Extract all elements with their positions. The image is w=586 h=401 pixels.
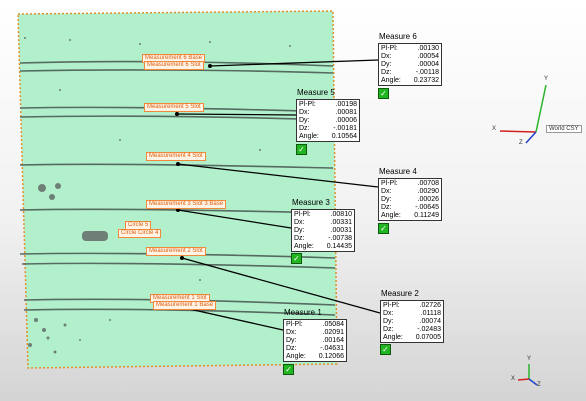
angle-value: 0.14435 <box>326 243 352 250</box>
field-label: Dy: <box>286 337 297 344</box>
dy-value: .00031 <box>330 227 352 234</box>
field-label: Pl-Pl: <box>381 180 398 187</box>
measure-5-box[interactable]: Measure 5 Pl-Pl: .00198 Dx: .00081 Dy: .000… <box>296 89 360 142</box>
dz-value: -.02483 <box>417 326 441 333</box>
field-label: Pl-Pl: <box>383 302 400 309</box>
dx-value: .01118 <box>420 310 441 317</box>
field-label: Dz: <box>299 125 310 132</box>
dz-value: -.00181 <box>333 125 357 132</box>
axis-y-label: Y <box>544 76 549 82</box>
coordinate-triad-top <box>499 84 547 144</box>
field-label: Dy: <box>383 318 394 325</box>
axis-z-label: Z <box>519 140 523 146</box>
angle-value: 0.07005 <box>415 334 441 341</box>
angle-value: 0.11249 <box>414 212 439 219</box>
dx-value: .00331 <box>330 219 352 226</box>
plpl-value: .00708 <box>417 180 439 187</box>
angle-value: 0.10564 <box>331 133 357 140</box>
label-circle-4[interactable]: Circle Circle 4 <box>118 229 162 238</box>
field-label: Pl-Pl: <box>286 321 303 328</box>
check-icon[interactable]: ✓ <box>283 364 294 375</box>
field-label: Angle: <box>383 334 403 341</box>
check-icon[interactable]: ✓ <box>378 223 389 234</box>
field-label: Dz: <box>383 326 394 333</box>
field-label: Dx: <box>286 329 297 336</box>
check-icon[interactable]: ✓ <box>378 88 389 99</box>
plpl-value: .00130 <box>417 45 439 52</box>
label-measurement-6-slot[interactable]: Measurement 6 Slot <box>144 61 204 70</box>
field-label: Angle: <box>381 212 401 219</box>
field-label: Dy: <box>299 117 310 124</box>
measure-title: Measure 2 <box>381 289 419 298</box>
dz-value: -.00645 <box>415 204 439 211</box>
measure-3-box[interactable]: Measure 3 Pl-Pl: .00810 Dx: .00331 Dy: .000… <box>291 199 355 252</box>
scan-noise <box>24 37 301 354</box>
field-label: Angle: <box>294 243 314 250</box>
field-label: Dy: <box>381 196 392 203</box>
measure-2-box[interactable]: Measure 2 Pl-Pl: .02726 Dx: .01118 Dy: .000… <box>380 290 444 343</box>
axis-x-label: X <box>511 376 516 382</box>
measure-4-box[interactable]: Measure 4 Pl-Pl: .00708 Dx: .00290 Dy: .000… <box>378 168 442 221</box>
check-icon[interactable]: ✓ <box>296 144 307 155</box>
field-label: Dx: <box>381 53 392 60</box>
measure-6-box[interactable]: Measure 6 Pl-Pl: .00130 Dx: .00054 Dy: .000… <box>378 33 442 86</box>
plpl-value: .02726 <box>419 302 441 309</box>
field-label: Angle: <box>286 353 306 360</box>
dx-value: .00081 <box>335 109 357 116</box>
dx-value: .00054 <box>417 53 439 60</box>
field-label: Angle: <box>381 77 401 84</box>
field-label: Dz: <box>381 69 392 76</box>
field-label: Dx: <box>381 188 392 195</box>
field-label: Angle: <box>299 133 319 140</box>
field-label: Dy: <box>381 61 392 68</box>
field-label: Pl-Pl: <box>294 211 311 218</box>
angle-value: 0.23732 <box>413 77 439 84</box>
measure-title: Measure 5 <box>297 88 335 97</box>
measure-title: Measure 3 <box>292 198 330 207</box>
check-icon[interactable]: ✓ <box>380 344 391 355</box>
field-label: Pl-Pl: <box>381 45 398 52</box>
world-csy-label[interactable]: World CSY <box>546 125 582 133</box>
dy-value: .00004 <box>417 61 439 68</box>
field-label: Dx: <box>383 310 394 317</box>
dz-value: -.00738 <box>328 235 352 242</box>
axis-y-label: Y <box>527 356 532 362</box>
dy-value: .00006 <box>335 117 357 124</box>
field-label: Dz: <box>286 345 297 352</box>
field-label: Dy: <box>294 227 305 234</box>
field-label: Dx: <box>294 219 305 226</box>
axis-x-label: X <box>492 126 497 132</box>
dz-value: -.00118 <box>415 69 439 76</box>
label-measurement-2-slot[interactable]: Measurement 2 Slot <box>146 247 206 256</box>
dx-value: .00290 <box>417 188 439 195</box>
leader-lines <box>175 59 381 331</box>
dx-value: .02091 <box>322 329 344 336</box>
measure-title: Measure 4 <box>379 167 417 176</box>
label-measurement-4-slot[interactable]: Measurement 4 Slot <box>146 152 206 161</box>
field-label: Pl-Pl: <box>299 101 316 108</box>
plpl-value: .05084 <box>322 321 344 328</box>
coordinate-triad-bottom <box>517 364 538 386</box>
label-measurement-5-slot[interactable]: Measurement 5 Slot <box>144 103 204 112</box>
plpl-value: .00810 <box>330 211 352 218</box>
measure-title: Measure 1 <box>284 308 322 317</box>
axis-z-label: Z <box>537 382 541 388</box>
plpl-value: .00198 <box>335 101 357 108</box>
dy-value: .00074 <box>419 318 441 325</box>
label-measurement-1-base[interactable]: Measurement 1 Base <box>153 301 217 310</box>
dy-value: .00026 <box>417 196 439 203</box>
field-label: Dx: <box>299 109 310 116</box>
field-label: Dz: <box>294 235 305 242</box>
angle-value: 0.12066 <box>318 353 344 360</box>
measure-title: Measure 6 <box>379 32 417 41</box>
dz-value: -.04631 <box>320 345 344 352</box>
label-measurement-3[interactable]: Measurement 3 Slot 3 Base <box>146 200 227 209</box>
measure-1-box[interactable]: Measure 1 Pl-Pl: .05084 Dx: .02091 Dy: .001… <box>283 309 347 362</box>
dy-value: .00164 <box>322 337 344 344</box>
field-label: Dz: <box>381 204 392 211</box>
check-icon[interactable]: ✓ <box>291 253 302 264</box>
